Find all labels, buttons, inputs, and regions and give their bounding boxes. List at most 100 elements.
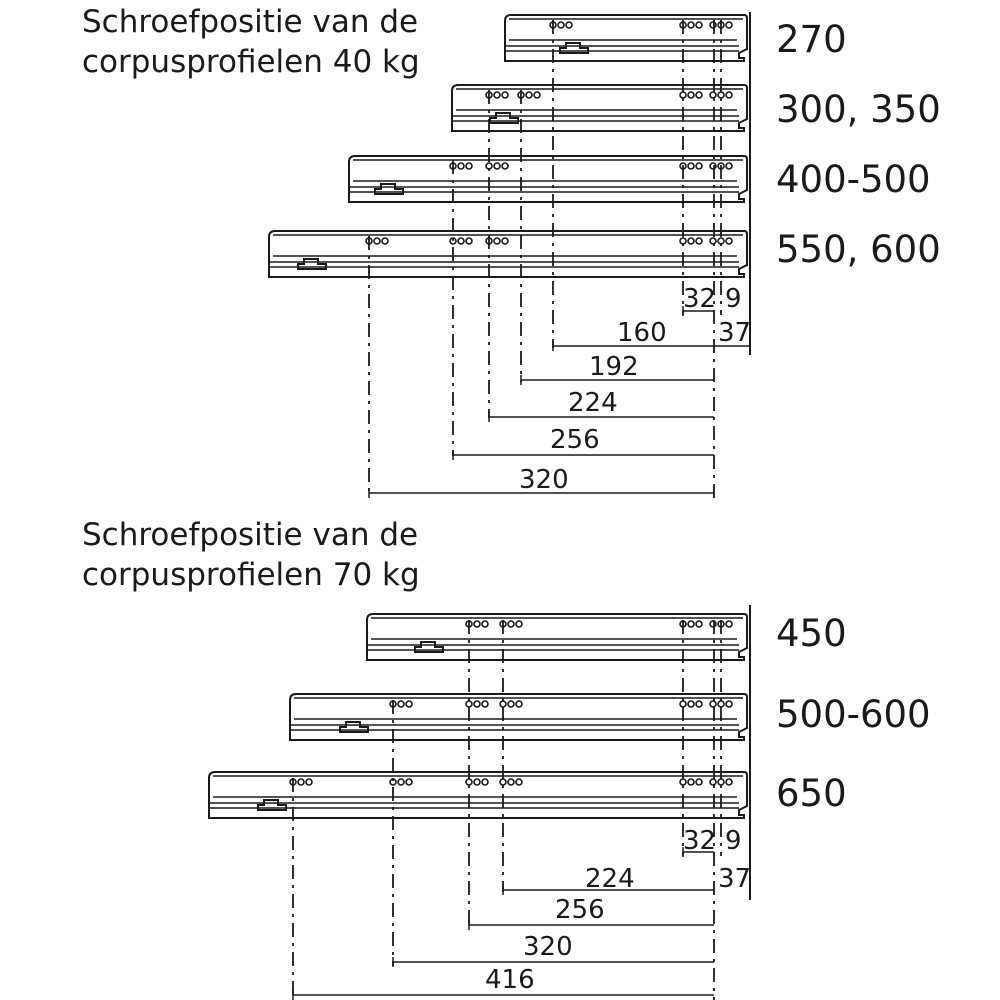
screw-hole-icon — [405, 778, 413, 786]
screw-hole-icon — [481, 700, 489, 708]
size-label-270: 270 — [776, 18, 847, 61]
dim-label-192: 192 — [589, 352, 639, 382]
screw-hole-icon — [725, 162, 733, 170]
rail-550-600 — [268, 230, 748, 278]
screw-hole-icon — [695, 91, 703, 99]
title-70-line2: corpusprofielen 70 kg — [82, 557, 420, 593]
rail-clip-icon — [559, 42, 589, 54]
screw-hole-icon — [709, 162, 717, 170]
dim-label-224-70: 224 — [585, 864, 635, 894]
screw-hole-icon — [717, 91, 725, 99]
screw-hole-icon — [507, 778, 515, 786]
screw-hole-icon — [679, 700, 687, 708]
screw-hole-icon — [695, 700, 703, 708]
screw-hole-icon — [695, 162, 703, 170]
size-label-650: 650 — [776, 772, 847, 815]
screw-hole-icon — [709, 778, 717, 786]
screw-hole-icon — [725, 620, 733, 628]
screw-hole-icon — [725, 21, 733, 29]
screw-hole-icon — [687, 778, 695, 786]
rail-outline — [366, 613, 748, 661]
dim-label-224-40: 224 — [568, 388, 618, 418]
screw-hole-icon — [717, 778, 725, 786]
rail-clip-icon — [297, 258, 327, 270]
screw-hole-icon — [493, 91, 501, 99]
screw-hole-icon — [717, 700, 725, 708]
screw-hole-icon — [725, 91, 733, 99]
screw-hole-icon — [725, 700, 733, 708]
rails-40kg — [268, 14, 748, 278]
dimensions-70kg — [292, 620, 722, 1000]
size-label-550-600: 550, 600 — [776, 228, 941, 271]
screw-hole-icon — [465, 778, 473, 786]
screw-hole-icon — [397, 778, 405, 786]
screw-hole-icon — [679, 91, 687, 99]
rail-500-600 — [289, 693, 748, 741]
rail-clip-icon — [339, 721, 369, 733]
dim-label-416: 416 — [485, 965, 535, 995]
screw-hole-icon — [473, 620, 481, 628]
screw-hole-icon — [465, 162, 473, 170]
rail-outline — [208, 771, 748, 819]
size-label-400-500: 400-500 — [776, 158, 931, 201]
screw-hole-icon — [687, 162, 695, 170]
screw-hole-icon — [525, 91, 533, 99]
title-70-line1: Schroefpositie van de — [82, 517, 418, 553]
rail-clip-icon — [489, 112, 519, 124]
screw-hole-icon — [457, 162, 465, 170]
screw-hole-icon — [695, 237, 703, 245]
screw-hole-icon — [687, 700, 695, 708]
screw-hole-icon — [481, 620, 489, 628]
screw-hole-icon — [687, 237, 695, 245]
screw-hole-icon — [481, 778, 489, 786]
screw-hole-icon — [695, 620, 703, 628]
rails-70kg — [208, 613, 748, 819]
size-label-300-350: 300, 350 — [776, 88, 941, 131]
screw-hole-icon — [695, 21, 703, 29]
screw-hole-icon — [501, 162, 509, 170]
screw-hole-icon — [695, 778, 703, 786]
dim-label-320-40: 320 — [519, 465, 569, 495]
screw-hole-icon — [499, 778, 507, 786]
screw-hole-icon — [493, 237, 501, 245]
screw-hole-icon — [465, 700, 473, 708]
dim-label-9-70: 9 — [725, 826, 742, 856]
screw-hole-icon — [507, 700, 515, 708]
dim-label-320-70: 320 — [523, 932, 573, 962]
screw-hole-icon — [381, 237, 389, 245]
dim-label-9-40: 9 — [725, 284, 742, 314]
screw-hole-icon — [687, 620, 695, 628]
screw-hole-icon — [507, 620, 515, 628]
rail-outline — [268, 230, 748, 278]
rail-300-350 — [451, 84, 748, 132]
screw-hole-icon — [501, 91, 509, 99]
screw-hole-icon — [457, 237, 465, 245]
screw-hole-icon — [515, 778, 523, 786]
screw-hole-icon — [501, 237, 509, 245]
screw-hole-icon — [493, 162, 501, 170]
screw-hole-icon — [515, 700, 523, 708]
screw-hole-icon — [557, 21, 565, 29]
dim-label-37-40: 37 — [718, 318, 751, 348]
rail-clip-icon — [374, 183, 404, 195]
screw-hole-icon — [565, 21, 573, 29]
screw-hole-icon — [405, 700, 413, 708]
dim-label-256-70: 256 — [555, 895, 605, 925]
screw-hole-icon — [687, 21, 695, 29]
screw-hole-icon — [465, 237, 473, 245]
dimensions-40kg — [368, 20, 750, 500]
screw-hole-icon — [709, 91, 717, 99]
screw-hole-icon — [709, 21, 717, 29]
screw-hole-icon — [499, 700, 507, 708]
screw-hole-icon — [725, 778, 733, 786]
rail-650 — [208, 771, 748, 819]
rail-outline — [504, 14, 748, 62]
rail-outline — [348, 155, 748, 203]
screw-hole-icon — [709, 237, 717, 245]
dim-label-32-40: 32 — [683, 284, 716, 314]
rail-clip-icon — [414, 641, 444, 653]
screw-hole-icon — [297, 778, 305, 786]
rail-270 — [504, 14, 748, 62]
dim-label-256-40: 256 — [550, 425, 600, 455]
